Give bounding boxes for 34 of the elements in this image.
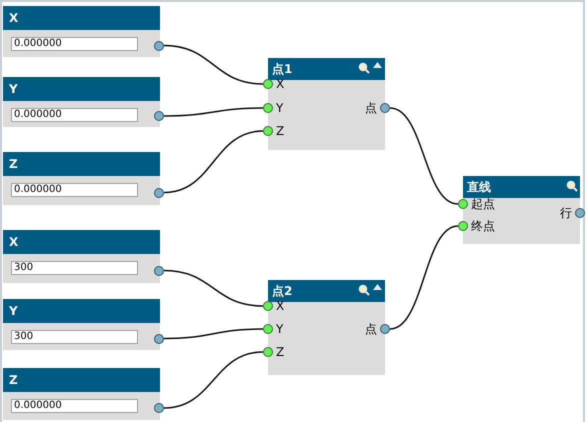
port-label: 终点 bbox=[471, 219, 495, 233]
port-label: 起点 bbox=[471, 197, 495, 211]
wire bbox=[164, 351, 264, 409]
port-label: X bbox=[276, 77, 284, 91]
port-label: 行 bbox=[560, 206, 572, 220]
title-bar: X bbox=[3, 6, 160, 30]
port-label: Z bbox=[276, 345, 284, 359]
title-text: 点1 bbox=[272, 61, 292, 78]
wire bbox=[390, 107, 458, 205]
wire bbox=[164, 130, 264, 194]
input-field: 0.000000 bbox=[11, 108, 138, 122]
wire bbox=[390, 225, 458, 330]
port-label: 点 bbox=[365, 322, 377, 336]
title-text: 点2 bbox=[272, 283, 292, 300]
input-field: 0.000000 bbox=[11, 183, 138, 197]
wire bbox=[164, 44, 264, 85]
port-label: 点 bbox=[365, 101, 377, 115]
title-bar: Z bbox=[3, 368, 160, 392]
wire bbox=[164, 270, 264, 307]
port-label: X bbox=[276, 299, 284, 313]
title-bar: Y bbox=[3, 77, 160, 101]
title-bar: Y bbox=[3, 299, 160, 323]
wire bbox=[164, 328, 264, 340]
input-field: 300 bbox=[11, 261, 138, 275]
title-bar: X bbox=[3, 230, 160, 254]
title-text: 直线 bbox=[467, 179, 491, 196]
input-field: 0.000000 bbox=[11, 399, 138, 413]
port-label: Z bbox=[276, 124, 284, 138]
input-field: 0.000000 bbox=[11, 37, 138, 51]
title-bar: Z bbox=[3, 152, 160, 176]
wire bbox=[164, 107, 264, 117]
input-field: 300 bbox=[11, 330, 138, 344]
port-label: Y bbox=[276, 101, 284, 115]
port-label: Y bbox=[276, 322, 284, 336]
